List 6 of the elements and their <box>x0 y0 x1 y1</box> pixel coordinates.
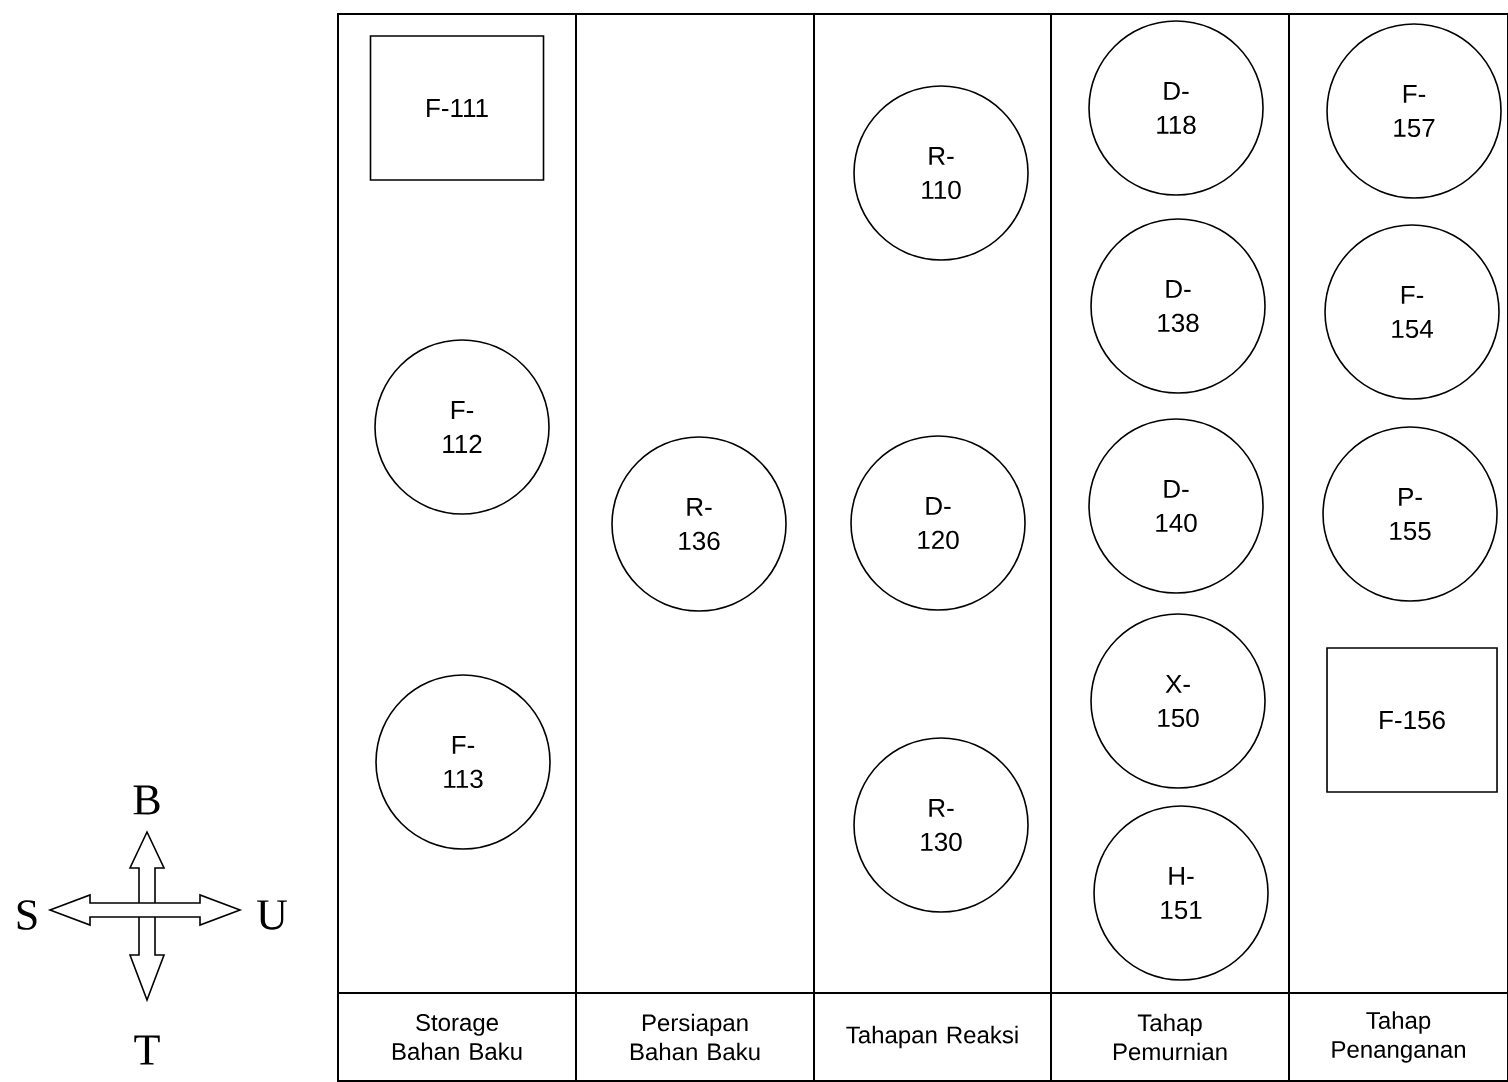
equipment-box: F-111 <box>369 35 545 181</box>
equipment-box: F-156 <box>1326 647 1498 793</box>
compass-letter: S <box>17 900 37 930</box>
compass-letter: B <box>133 785 160 815</box>
compass-letter: T <box>134 1035 160 1065</box>
compass-letter: U <box>257 900 287 930</box>
